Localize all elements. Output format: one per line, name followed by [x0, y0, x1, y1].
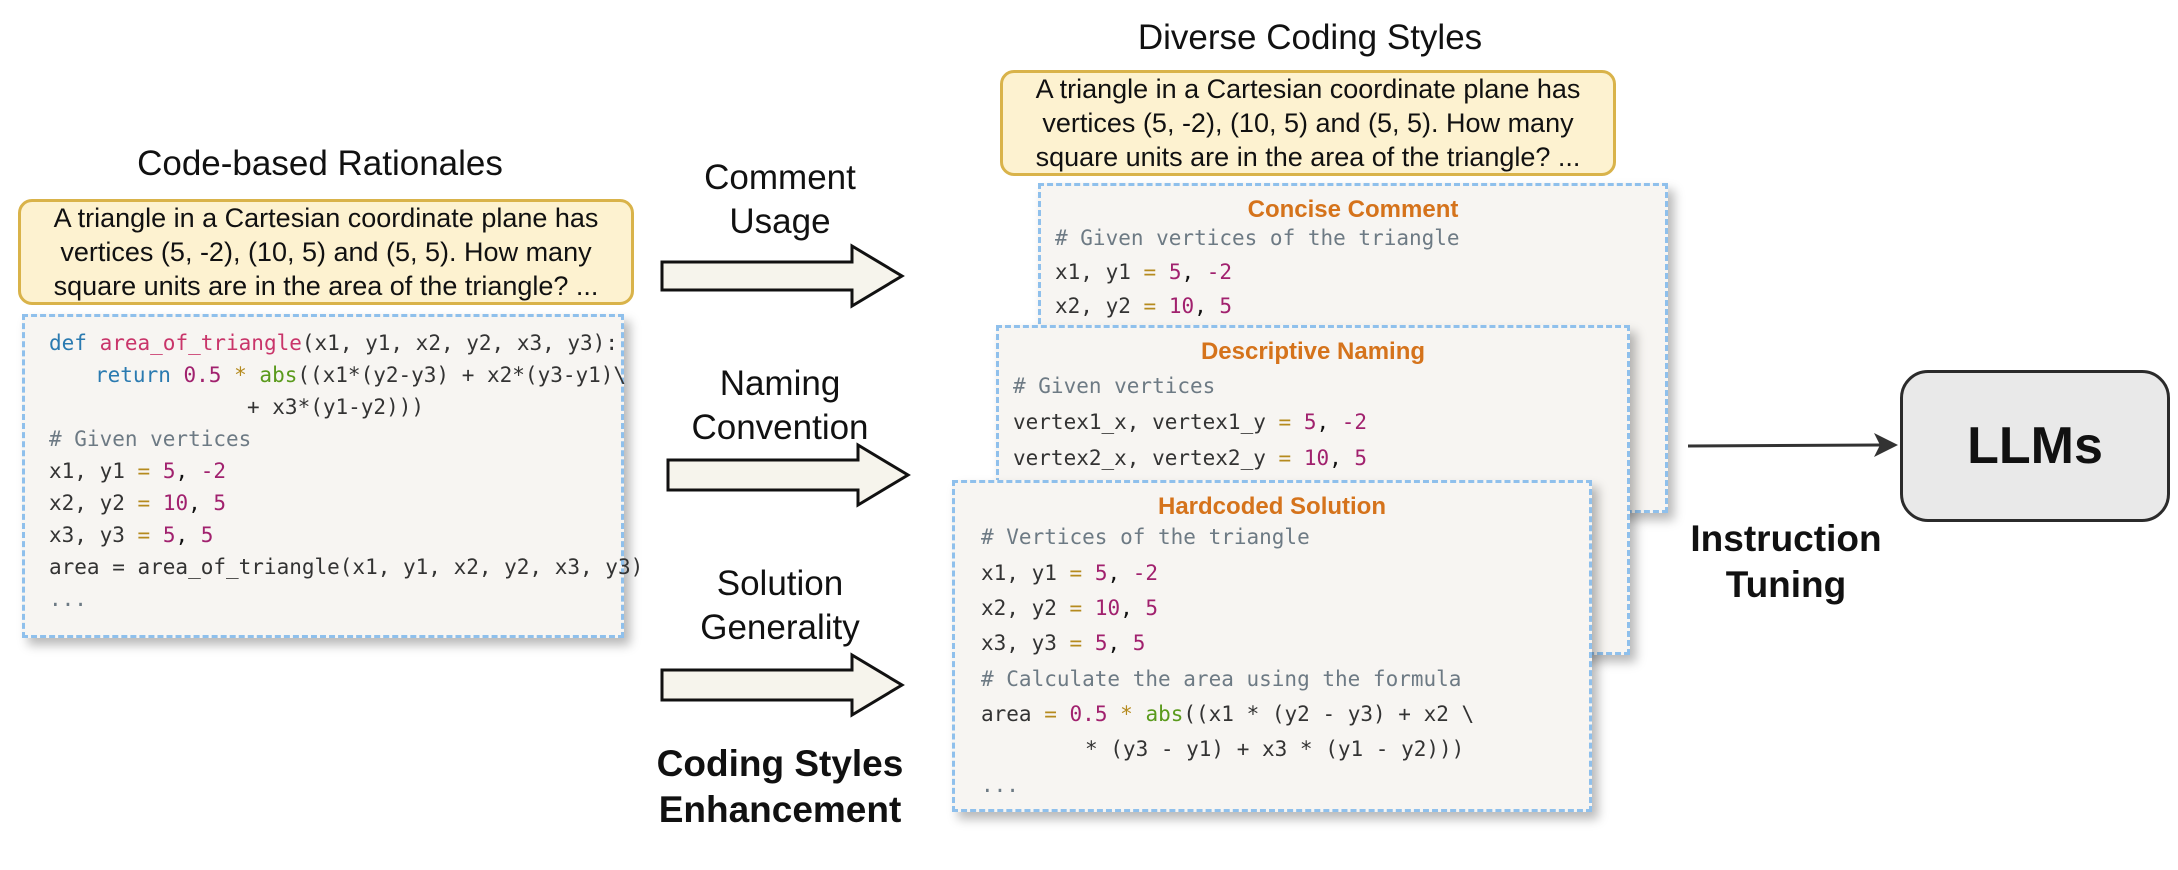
code-line: + x3*(y1-y2))) [247, 395, 425, 419]
code-line: return 0.5 * abs((x1*(y2-y3) + x2*(y3-y1… [95, 363, 627, 387]
code-comment: # Given vertices [49, 427, 252, 451]
code-rationales-heading: Code-based Rationales [137, 144, 503, 183]
code-line: * (y3 - y1) + x3 * (y1 - y2))) [1085, 737, 1465, 761]
code-ellipsis: ... [49, 587, 87, 611]
arrow-solution-generality [660, 652, 905, 718]
hardcoded-solution-title: Hardcoded Solution [1158, 493, 1386, 520]
code-ellipsis: ... [981, 773, 1019, 797]
code-comment: # Calculate the area using the formula [981, 667, 1462, 691]
left-question-box: A triangle in a Cartesian coordinate pla… [18, 199, 634, 305]
llms-label: LLMs [1967, 417, 2103, 475]
code-line: x1, y1 = 5, -2 [981, 561, 1159, 585]
arrow-comment-usage [660, 243, 905, 309]
code-line: x3, y3 = 5, 5 [49, 523, 214, 547]
code-line: def area_of_triangle(x1, y1, x2, y2, x3,… [49, 331, 618, 355]
code-line: x2, y2 = 10, 5 [981, 596, 1159, 620]
code-line: area = 0.5 * abs((x1 * (y2 - y3) + x2 \ [981, 702, 1475, 726]
code-line: area = area_of_triangle(x1, y1, x2, y2, … [49, 555, 644, 579]
arrow-to-llms-line [1687, 443, 1881, 448]
code-line: x2, y2 = 10, 5 [1055, 294, 1233, 318]
code-comment: # Given vertices of the triangle [1055, 226, 1460, 250]
code-comment: # Given vertices [1013, 374, 1216, 398]
code-line: x3, y3 = 5, 5 [981, 631, 1146, 655]
arrow-naming-convention [666, 442, 911, 508]
code-line: x1, y1 = 5, -2 [1055, 260, 1233, 284]
code-comment: # Vertices of the triangle [981, 525, 1310, 549]
right-question-box: A triangle in a Cartesian coordinate pla… [1000, 70, 1616, 176]
llms-box: LLMs [1900, 370, 2170, 522]
code-line: vertex2_x, vertex2_y = 10, 5 [1013, 446, 1368, 470]
code-line: x1, y1 = 5, -2 [49, 459, 227, 483]
concise-comment-title: Concise Comment [1247, 196, 1459, 223]
descriptive-naming-title: Descriptive Naming [1200, 338, 1426, 365]
left-code-block: def area_of_triangle(x1, y1, x2, y2, x3,… [22, 314, 643, 638]
code-line: vertex1_x, vertex1_y = 5, -2 [1013, 410, 1368, 434]
hardcoded-solution-card: Hardcoded Solution # Vertices of the tri… [952, 480, 1592, 812]
left-question-text: A triangle in a Cartesian coordinate pla… [53, 203, 599, 301]
arrow-to-llms-head [1874, 433, 1898, 457]
diverse-styles-heading: Diverse Coding Styles [1137, 18, 1483, 57]
code-line: x2, y2 = 10, 5 [49, 491, 227, 515]
right-question-text: A triangle in a Cartesian coordinate pla… [1035, 74, 1581, 172]
